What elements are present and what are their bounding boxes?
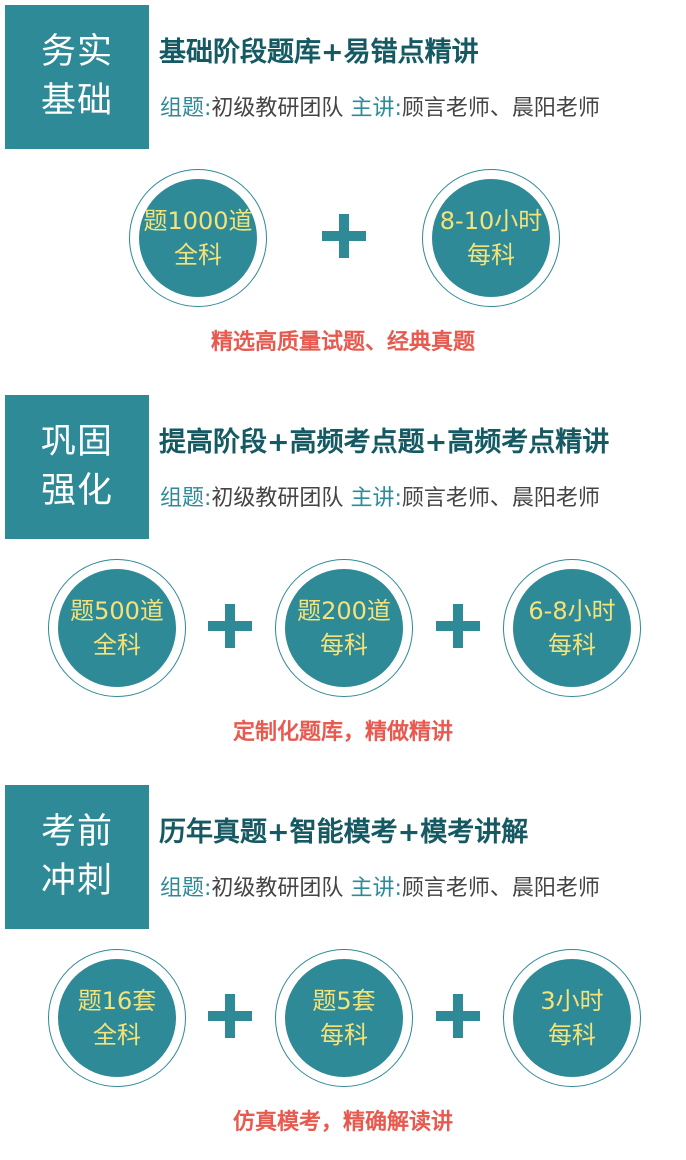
stage-tagline: 仿真模考，精确解读讲 <box>232 1110 453 1135</box>
badge-line-1: 考前 <box>40 812 113 852</box>
stat-scope: 每科 <box>320 631 368 659</box>
stat-scope: 全科 <box>93 631 141 659</box>
stat-value: 题200道 <box>297 597 391 625</box>
stage-title: 提高阶段+高频考点题+高频考点精讲 <box>159 427 610 458</box>
plus-icon <box>208 604 252 648</box>
plus-icon <box>208 994 252 1038</box>
stat-scope: 全科 <box>93 1021 141 1049</box>
stat-scope: 每科 <box>467 241 515 269</box>
badge-line-2: 基础 <box>40 81 113 121</box>
stat-circle-papers-each: 题5套 每科 <box>275 949 413 1087</box>
badge-line-2: 冲刺 <box>40 861 113 901</box>
stat-value: 题1000道 <box>143 207 253 235</box>
credits-value-lecturer: 顾言老师、晨阳老师 <box>401 96 600 121</box>
stat-scope: 每科 <box>320 1021 368 1049</box>
stage-tagline: 精选高质量试题、经典真题 <box>210 330 475 355</box>
credits-value-compile: 初级教研团队 <box>211 876 344 901</box>
stage-badge: 务实 基础 <box>5 5 149 149</box>
stat-circle-questions-each: 题200道 每科 <box>275 559 413 697</box>
stat-scope: 每科 <box>548 631 596 659</box>
credits-label-lecturer: 主讲: <box>350 486 402 511</box>
stage-tagline: 定制化题库，精做精讲 <box>232 720 453 745</box>
stat-scope: 每科 <box>548 1021 596 1049</box>
credits-label-compile: 组题: <box>160 876 212 901</box>
credits-label-compile: 组题: <box>160 96 212 121</box>
stat-value: 题16套 <box>77 987 157 1015</box>
section-sprint: 考前 冲刺 历年真题+智能模考+模考讲解 组题:初级教研团队 主讲:顾言老师、晨… <box>0 780 686 1160</box>
credits-label-lecturer: 主讲: <box>350 96 402 121</box>
stage-badge: 考前 冲刺 <box>5 785 149 929</box>
plus-icon <box>322 214 366 258</box>
stat-value: 3小时 <box>540 987 604 1015</box>
stat-circle-hours: 3小时 每科 <box>503 949 641 1087</box>
stage-badge: 巩固 强化 <box>5 395 149 539</box>
stat-value: 题5套 <box>312 987 376 1015</box>
section-intensive: 巩固 强化 提高阶段+高频考点题+高频考点精讲 组题:初级教研团队 主讲:顾言老… <box>0 390 686 770</box>
stage-credits: 组题:初级教研团队 主讲:顾言老师、晨阳老师 <box>160 480 600 512</box>
stage-title: 基础阶段题库+易错点精讲 <box>159 37 479 68</box>
stat-circle-questions-all: 题500道 全科 <box>48 559 186 697</box>
credits-label-lecturer: 主讲: <box>350 876 402 901</box>
stat-value: 8-10小时 <box>439 207 543 235</box>
credits-value-compile: 初级教研团队 <box>211 96 344 121</box>
plus-icon <box>436 994 480 1038</box>
stage-credits: 组题:初级教研团队 主讲:顾言老师、晨阳老师 <box>160 870 600 902</box>
badge-line-2: 强化 <box>40 471 113 511</box>
badge-line-1: 巩固 <box>40 422 113 462</box>
credits-value-compile: 初级教研团队 <box>211 486 344 511</box>
credits-value-lecturer: 顾言老师、晨阳老师 <box>401 486 600 511</box>
section-basic: 务实 基础 基础阶段题库+易错点精讲 组题:初级教研团队 主讲:顾言老师、晨阳老… <box>0 0 686 380</box>
stat-circle-papers-all: 题16套 全科 <box>48 949 186 1087</box>
badge-line-1: 务实 <box>40 32 113 72</box>
stage-credits: 组题:初级教研团队 主讲:顾言老师、晨阳老师 <box>160 90 600 122</box>
credits-value-lecturer: 顾言老师、晨阳老师 <box>401 876 600 901</box>
stat-scope: 全科 <box>174 241 222 269</box>
credits-label-compile: 组题: <box>160 486 212 511</box>
stage-title: 历年真题+智能模考+模考讲解 <box>159 817 529 848</box>
stat-circle-questions: 题1000道 全科 <box>129 169 267 307</box>
stat-circle-hours: 8-10小时 每科 <box>422 169 560 307</box>
stat-value: 题500道 <box>70 597 164 625</box>
stat-value: 6-8小时 <box>528 597 616 625</box>
plus-icon <box>436 604 480 648</box>
stat-circle-hours: 6-8小时 每科 <box>503 559 641 697</box>
